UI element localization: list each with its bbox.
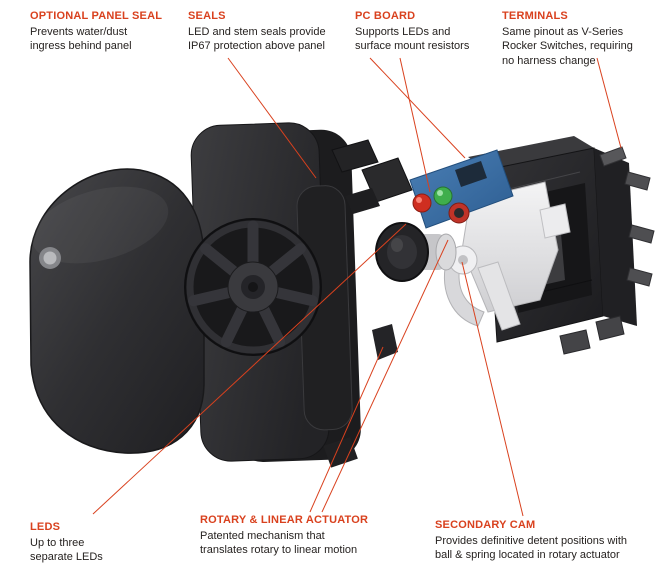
callout-pc-board: PC BOARD Supports LEDs and surface mount… bbox=[355, 10, 500, 54]
terminals bbox=[559, 146, 655, 355]
callout-body: Patented mechanism that translates rotar… bbox=[200, 530, 358, 557]
leader-line-terminals bbox=[596, 57, 622, 149]
led-red bbox=[412, 193, 432, 213]
callout-leds: LEDS Up to three separate LEDs bbox=[30, 521, 150, 565]
actuator-knob-cap bbox=[29, 168, 205, 454]
callout-body: Provides definitive detent positions wit… bbox=[435, 535, 627, 562]
leader-line-leds bbox=[92, 223, 407, 515]
leader-line-seals bbox=[227, 57, 317, 179]
callout-body: Up to three separate LEDs bbox=[30, 537, 103, 564]
callout-body: Same pinout as V-Series Rocker Switches,… bbox=[502, 26, 633, 67]
callout-body: LED and stem seals provide IP67 protecti… bbox=[188, 26, 326, 53]
pc-board bbox=[409, 149, 514, 229]
callout-optional-panel-seal: OPTIONAL PANEL SEAL Prevents water/dust … bbox=[30, 10, 180, 54]
leader-lines bbox=[92, 57, 622, 517]
leader-line-pc-board-2 bbox=[399, 57, 431, 193]
callout-body: Supports LEDs and surface mount resistor… bbox=[355, 26, 470, 53]
leader-line-rotary-2 bbox=[321, 239, 449, 513]
smd-chip bbox=[455, 161, 487, 187]
callout-terminals: TERMINALS Same pinout as V-Series Rocker… bbox=[502, 10, 662, 68]
callout-title: ROTARY & LINEAR ACTUATOR bbox=[200, 514, 369, 526]
callout-rotary-linear-actuator: ROTARY & LINEAR ACTUATOR Patented mechan… bbox=[200, 514, 415, 558]
led-stem-seal-ring bbox=[448, 202, 470, 224]
callout-title: LEDS bbox=[30, 521, 61, 533]
callout-title: OPTIONAL PANEL SEAL bbox=[30, 10, 163, 22]
callout-title: TERMINALS bbox=[502, 10, 568, 22]
rotary-actuator-wheel bbox=[184, 218, 322, 356]
stem-seal-plunger bbox=[375, 222, 457, 282]
leader-line-rotary-1 bbox=[309, 346, 384, 513]
callout-title: SECONDARY CAM bbox=[435, 519, 536, 531]
leader-line-pc-board-1 bbox=[369, 57, 466, 159]
callout-title: SEALS bbox=[188, 10, 226, 22]
led-green bbox=[433, 186, 453, 206]
callout-body: Prevents water/dust ingress behind panel bbox=[30, 26, 132, 53]
callout-title: PC BOARD bbox=[355, 10, 416, 22]
callout-secondary-cam: SECONDARY CAM Provides definitive detent… bbox=[435, 519, 665, 563]
callout-seals: SEALS LED and stem seals provide IP67 pr… bbox=[188, 10, 353, 54]
mounting-clip-bracket bbox=[331, 139, 413, 360]
leader-line-secondary-cam bbox=[461, 261, 524, 517]
